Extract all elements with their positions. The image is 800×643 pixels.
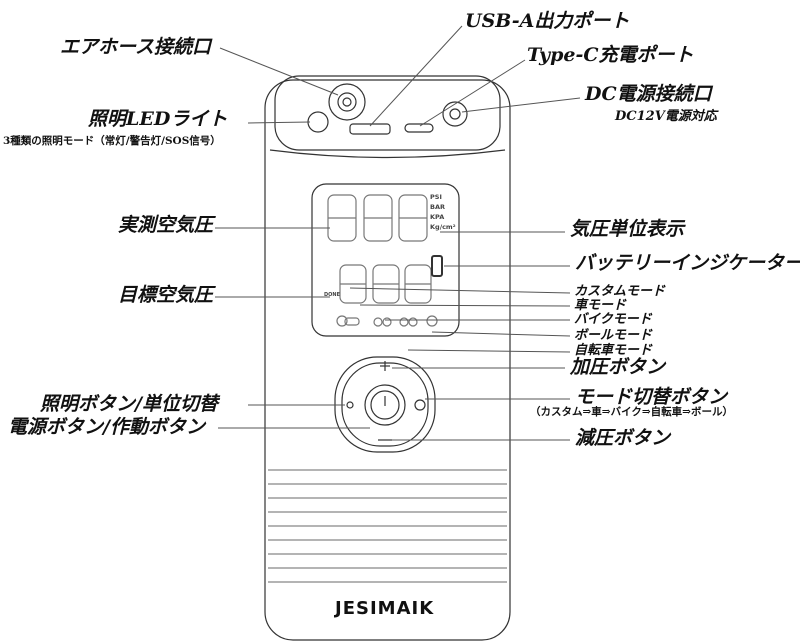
unit-kpa: KPA: [430, 213, 445, 221]
deflate-button-label: 減圧ボタン: [575, 427, 671, 449]
bike-mode-label: バイクモード: [574, 312, 652, 327]
usb-a-port-label: USB-A出力ポート: [465, 10, 630, 32]
led-light-label: 照明LEDライト: [88, 108, 228, 130]
measured-pressure-label: 実測空気圧: [118, 214, 214, 236]
type-c-port: [404, 123, 434, 133]
unit-psi: PSI: [430, 193, 442, 201]
grip-ribs: [268, 469, 507, 583]
air-hose-port-label: エアホース接続口: [60, 36, 212, 58]
mode-button-label: モード切替ボタン: [575, 386, 728, 408]
mode-button-note: （カスタム⇒車⇒バイク⇒自転車⇒ボール）: [530, 406, 733, 418]
dc-port-label: DC電源接続口: [585, 83, 712, 105]
power-button: [364, 384, 406, 426]
dc-port-note: DC12V電源対応: [615, 109, 717, 124]
leader-lines: [215, 25, 581, 441]
car-mode-label: 車モード: [574, 298, 627, 313]
unit-bar: BAR: [430, 203, 445, 211]
bicycle-mode-label: 自転車モード: [574, 343, 653, 358]
lcd-screen: [311, 183, 460, 337]
unit-kgcm: Kg/cm²: [430, 223, 456, 231]
target-pressure-label: 目標空気圧: [118, 284, 214, 306]
brand-logo: JESIMAIK: [335, 598, 435, 619]
custom-mode-label: カスタムモード: [574, 284, 666, 299]
mode-button: [414, 399, 426, 411]
lcd-digits: [327, 194, 443, 327]
sun-icon: [346, 401, 354, 409]
lcd-done: DONE: [324, 292, 341, 298]
ball-mode-label: ボールモード: [574, 328, 653, 343]
lcd-unit-list: PSI BAR KPA Kg/cm²: [430, 192, 456, 232]
light-button-label: 照明ボタン/単位切替: [40, 393, 218, 415]
inflate-button-label: 加圧ボタン: [570, 356, 666, 378]
unit-display-label: 気圧単位表示: [570, 218, 685, 240]
device-body: [264, 79, 511, 641]
led-light: [307, 111, 329, 133]
top-cap: [274, 75, 501, 151]
led-light-note: 3種類の照明モード（常灯/警告灯/SOS信号）: [3, 135, 221, 147]
type-c-port-label: Type-C充電ポート: [527, 44, 694, 66]
battery-indicator-label: バッテリーインジケーター: [575, 252, 800, 274]
air-hose-port: [328, 83, 366, 121]
usb-a-port: [349, 123, 391, 135]
dc-port: [442, 101, 468, 127]
power-button-label: 電源ボタン/作動ボタン: [8, 416, 205, 438]
top-cap-edge: [269, 149, 506, 159]
battery-icon: [431, 255, 443, 277]
